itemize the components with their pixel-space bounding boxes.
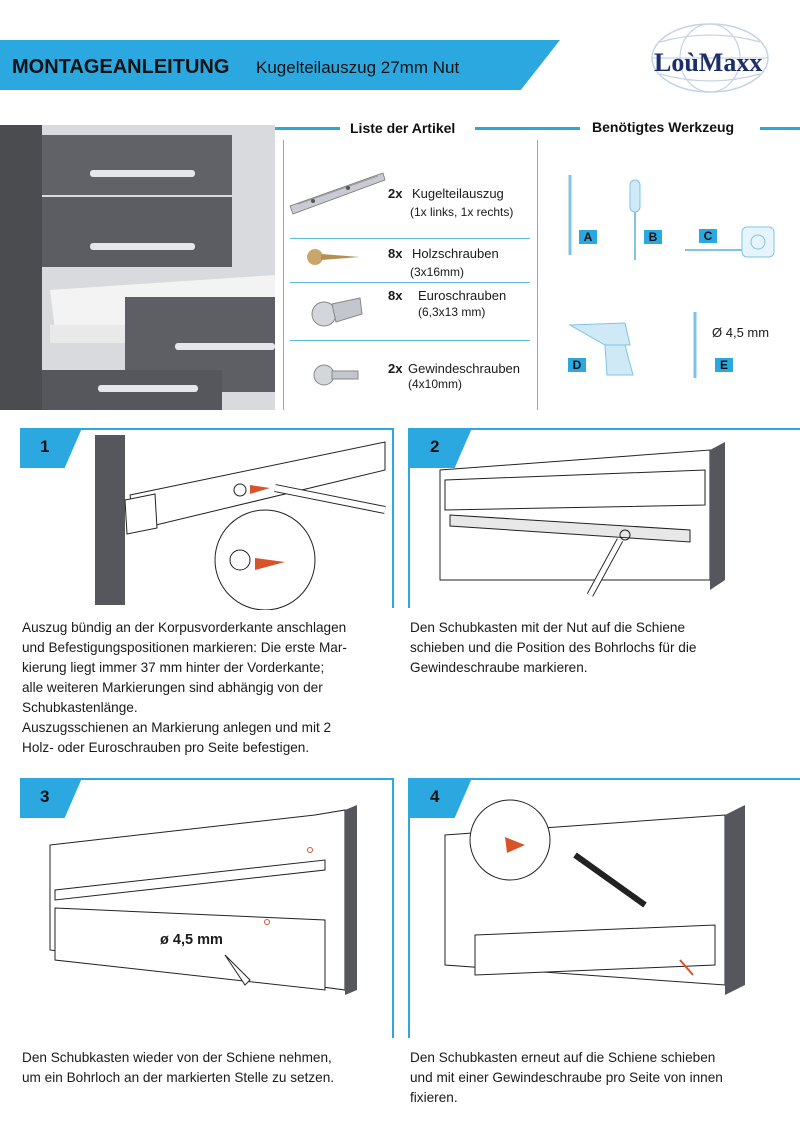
step-4-line: und mit einer Gewindeschraube pro Seite … [410,1070,723,1085]
article-separator [290,282,530,283]
cordless-drill-icon [568,322,634,376]
step-2-frame-top [410,428,800,430]
drill-bit-icon [693,312,697,378]
step-2-line: Gewindeschraube markieren. [410,660,588,675]
article-spec: (6,3x13 mm) [418,305,486,319]
step-4-number: 4 [430,787,440,806]
step-4-text: Den Schubkasten erneut auf die Schiene s… [410,1048,795,1108]
articles-divider-left [283,140,284,410]
awl-icon [568,175,572,255]
drill-size-label: Ø 4,5 mm [712,325,770,340]
screwdriver-icon [629,179,641,260]
article-qty: 8x [388,288,403,303]
step-3-frame-side [392,778,394,1038]
step-1-line: kierung liegt immer 37 mm hinter der Vor… [22,660,325,675]
step-3-text: Den Schubkasten wieder von der Schiene n… [22,1048,392,1088]
articles-heading: Liste der Artikel [350,120,456,136]
globe-icon [651,23,769,93]
step-4-illustration [444,799,745,995]
step-1-line: Holz- oder Euroschrauben pro Seite befes… [22,740,310,755]
step-4-frame-top [410,778,800,780]
tool-label-e: E [715,358,733,372]
article-spec: (4x10mm) [408,377,463,391]
articles-heading-line-left [275,127,340,130]
step-1-badge [20,428,82,468]
step-2-text: Den Schubkasten mit der Nut auf die Schi… [410,618,795,678]
article-qty: 8x [388,246,403,261]
tool-label-d: D [568,358,586,372]
step-3-line: um ein Bohrloch an der markierten Stelle… [22,1070,335,1085]
step-1-line: und Befestigungspositionen markieren: Di… [22,640,347,655]
step-2-illustration [439,442,725,597]
step-3-number: 3 [40,787,50,806]
euro-screw-icon [311,297,363,327]
step-3-drill-annotation: ø 4,5 mm [160,932,223,948]
article-spec: (1x links, 1x rechts) [410,205,514,219]
page-subtitle: Kugelteilauszug 27mm Nut [256,58,460,77]
brand-logo: LoùMaxx [654,48,763,77]
articles-heading-line-right [475,127,580,130]
step-4-frame-side [408,778,410,1038]
step-2-line: schieben und die Position des Bohrlochs … [410,640,697,655]
step-3-frame-top [20,778,392,780]
tools-heading-line [760,127,800,130]
step-2-number: 2 [430,437,440,456]
step-1-line: Auszugsschienen an Markierung anlegen un… [22,720,332,735]
article-separator [290,238,530,239]
article-name: Kugelteilauszug [412,186,504,201]
article-name: Euroschrauben [418,288,507,303]
step-1-line: alle weiteren Markierungen sind abhängig… [22,680,323,695]
step-1-line: Schubkastenlänge. [22,700,138,715]
tools-heading: Benötigtes Werkzeug [592,119,735,135]
step-1-number: 1 [40,437,50,456]
tool-label-b: B [644,230,662,244]
step-4-line: Den Schubkasten erneut auf die Schiene s… [410,1050,716,1065]
step-3-line: Den Schubkasten wieder von der Schiene n… [22,1050,332,1065]
article-qty: 2x [388,361,403,376]
step-2-line: Den Schubkasten mit der Nut auf die Schi… [410,620,686,635]
step-3-illustration [49,805,357,995]
step-4-line: fixieren. [410,1090,458,1105]
page-title: MONTAGEANLEITUNG [12,56,230,78]
article-qty: 2x [388,186,403,201]
step-1-frame-top [20,428,392,430]
step-1-frame-side [392,428,394,608]
article-separator [290,340,530,341]
step-1-illustration [95,435,386,610]
wood-screw-icon [307,249,360,265]
tool-label-a: A [579,230,597,244]
article-name: Gewindeschrauben [408,361,521,376]
step-1-text: Auszug bündig an der Korpusvorderkante a… [22,618,392,758]
step-1-line: Auszug bündig an der Korpusvorderkante a… [22,620,347,635]
step-2-frame-side [408,428,410,608]
tool-label-c: C [699,229,717,243]
tape-measure-icon [685,226,775,258]
threaded-screw-icon [313,364,359,386]
ball-slide-rail-image [289,172,386,215]
header-band [0,40,560,90]
article-name: Holzschrauben [412,246,499,261]
drawer-cabinet-photo [0,125,275,410]
articles-divider-right [537,140,538,410]
article-spec: (3x16mm) [410,265,465,279]
